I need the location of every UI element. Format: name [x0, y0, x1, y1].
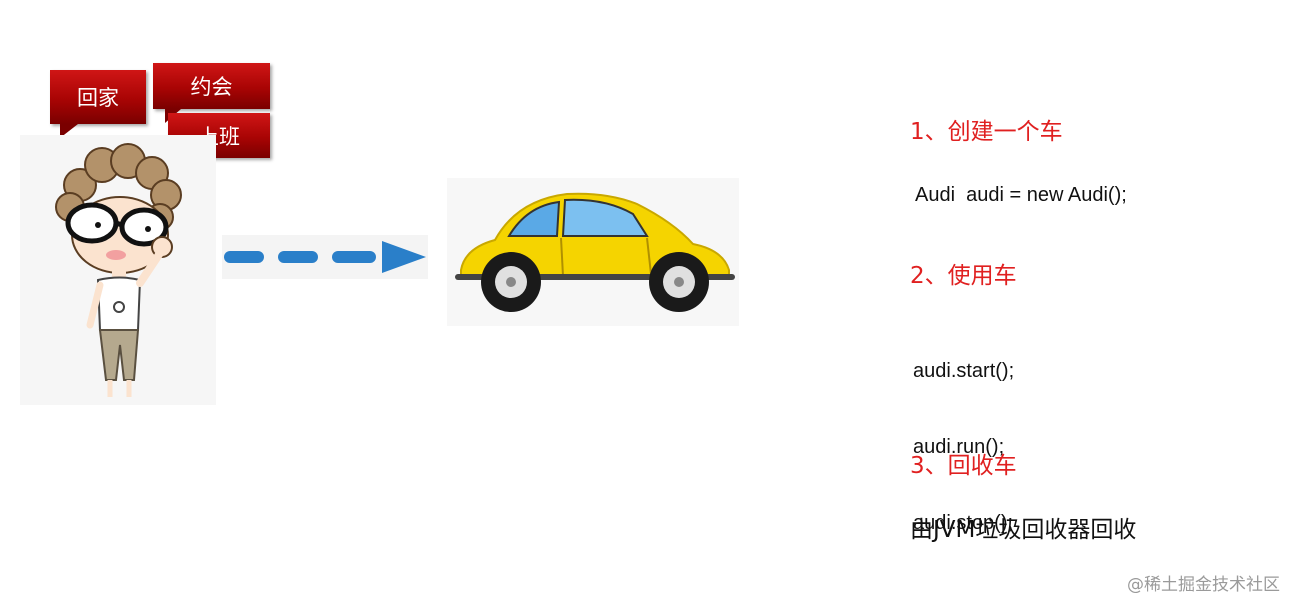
step-create-code: Audi audi = new Audi(); — [915, 184, 1127, 206]
arrow-right-icon — [224, 241, 426, 273]
car-illustration — [447, 178, 739, 326]
step-create-label: 1、创建一个车 — [910, 119, 1063, 145]
step-use-code: audi.start(); audi.run(); audi.stop(); — [913, 310, 1014, 561]
code-line-stop: audi.stop(); — [913, 512, 1014, 534]
step-use-label: 2、使用车 — [910, 263, 1017, 289]
code-line-run: audi.run(); — [913, 436, 1005, 458]
bubble-date-label: 约会 — [190, 75, 233, 99]
bubble-home: 回家 — [50, 70, 146, 138]
bubble-home-label: 回家 — [77, 86, 119, 110]
car-icon — [455, 192, 735, 312]
watermark: @稀土掘金技术社区 — [1127, 575, 1280, 595]
step-recycle-label: 3、回收车 — [910, 453, 1017, 479]
step-recycle-note: 由JVM垃圾回收器回收 — [910, 517, 1137, 543]
bubble-date: 约会 — [153, 63, 270, 123]
person-icon — [55, 143, 182, 397]
person-illustration — [20, 135, 216, 405]
dashed-arrow — [222, 235, 428, 279]
code-line-start: audi.start(); — [913, 360, 1015, 382]
